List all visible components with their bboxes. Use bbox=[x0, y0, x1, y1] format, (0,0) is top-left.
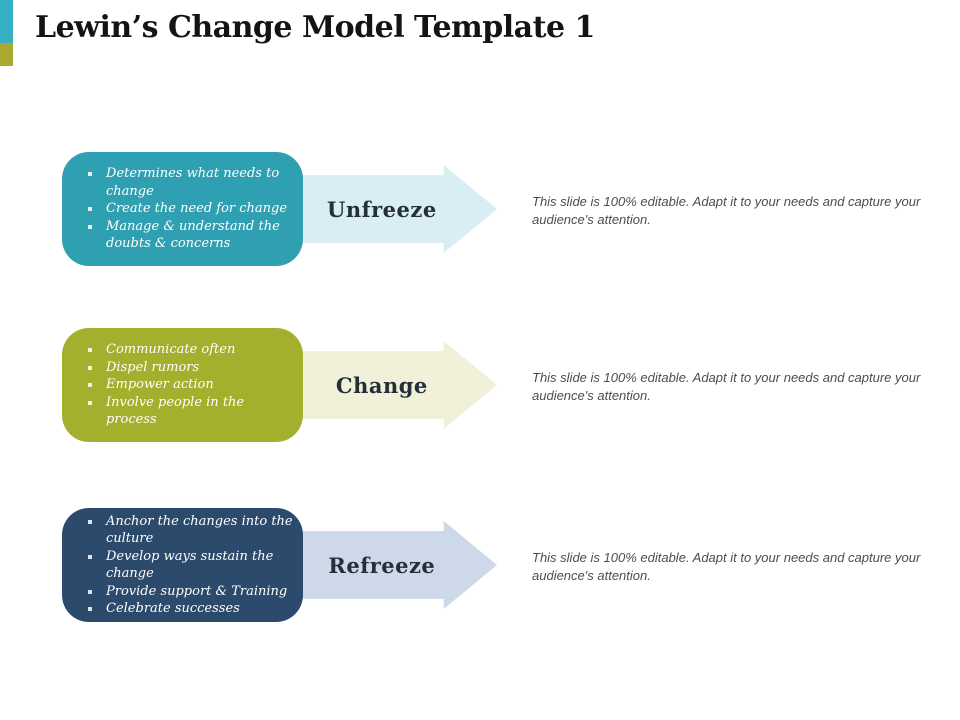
stage-description-change: This slide is 100% editable. Adapt it to… bbox=[532, 370, 921, 404]
unfreeze-bullet-box: Determines what needs to change Create t… bbox=[62, 152, 303, 266]
stage-label-unfreeze: Unfreeze bbox=[327, 196, 437, 222]
bullet-item: Dispel rumors bbox=[86, 359, 295, 377]
bullet-item: Empower action bbox=[86, 376, 295, 394]
unfreeze-bullet-list: Determines what needs to change Create t… bbox=[62, 165, 303, 253]
stage-label-refreeze: Refreeze bbox=[328, 552, 436, 578]
bullet-item: Celebrate successes bbox=[86, 600, 295, 618]
stage-row-change: Change Communicate often Dispel rumors E… bbox=[0, 328, 960, 443]
stage-description-refreeze: This slide is 100% editable. Adapt it to… bbox=[532, 550, 921, 584]
change-bullet-box: Communicate often Dispel rumors Empower … bbox=[62, 328, 303, 442]
stage-description-unfreeze: This slide is 100% editable. Adapt it to… bbox=[532, 194, 921, 228]
refreeze-arrow-shape: Refreeze bbox=[292, 521, 497, 609]
change-arrow-shape: Change bbox=[292, 341, 497, 429]
page-title: Lewin’s Change Model Template 1 bbox=[35, 10, 595, 45]
unfreeze-arrow-shape: Unfreeze bbox=[292, 165, 497, 253]
stage-row-refreeze: Refreeze Anchor the changes into the cul… bbox=[0, 508, 960, 623]
bullet-item: Communicate often bbox=[86, 341, 295, 359]
bullet-item: Create the need for change bbox=[86, 200, 295, 218]
accent-bar-olive-segment bbox=[0, 43, 13, 66]
accent-bar-teal-segment bbox=[0, 0, 13, 43]
bullet-item: Anchor the changes into the culture bbox=[86, 513, 295, 548]
bullet-item: Determines what needs to change bbox=[86, 165, 295, 200]
bullet-item: Develop ways sustain the change bbox=[86, 548, 295, 583]
refreeze-bullet-box: Anchor the changes into the culture Deve… bbox=[62, 508, 303, 622]
stage-row-unfreeze: Unfreeze Determines what needs to change… bbox=[0, 152, 960, 267]
bullet-item: Involve people in the process bbox=[86, 394, 295, 429]
bullet-item: Provide support & Training bbox=[86, 583, 295, 601]
stage-label-change: Change bbox=[335, 372, 428, 398]
bullet-item: Manage & understand the doubts & concern… bbox=[86, 218, 295, 253]
refreeze-bullet-list: Anchor the changes into the culture Deve… bbox=[62, 513, 303, 618]
change-bullet-list: Communicate often Dispel rumors Empower … bbox=[62, 341, 303, 429]
